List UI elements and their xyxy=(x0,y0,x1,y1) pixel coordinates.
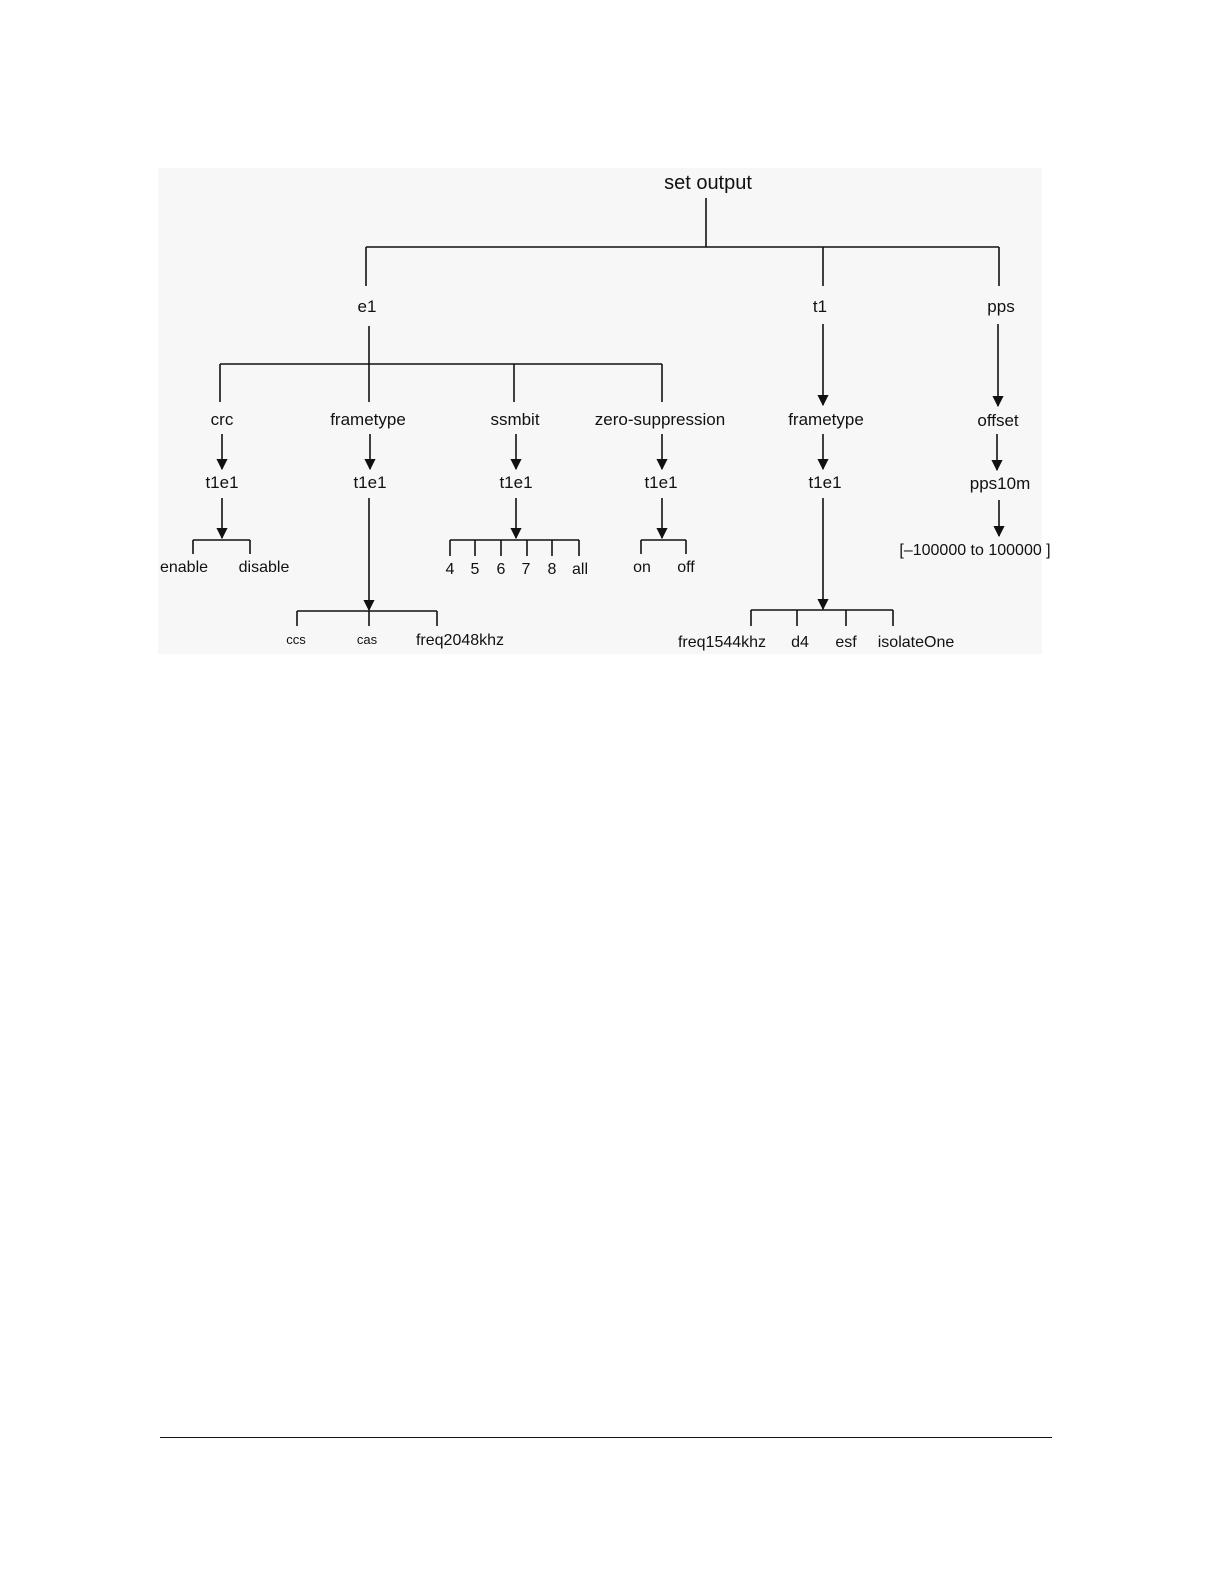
option-crc-disable: disable xyxy=(239,559,290,576)
node-pps10m: pps10m xyxy=(970,474,1030,493)
option-t1-frametype-d4: d4 xyxy=(791,634,809,651)
node-t1-frametype: frametype xyxy=(788,410,864,429)
option-t1-frametype-esf: esf xyxy=(835,634,857,651)
node-ssmbit: ssmbit xyxy=(490,410,539,429)
node-zero-suppression: zero-suppression xyxy=(595,410,725,429)
option-e1-frametype-freq2048khz: freq2048khz xyxy=(416,632,504,649)
option-e1-frametype-cas: cas xyxy=(357,632,378,647)
node-t1: t1 xyxy=(813,297,827,316)
option-t1-frametype-isolateone: isolateOne xyxy=(878,634,955,651)
option-ssmbit-5: 5 xyxy=(471,561,480,578)
node-e1-frametype-t1e1: t1e1 xyxy=(353,473,386,492)
option-pps10m-range: [–100000 to 100000 ] xyxy=(899,542,1050,559)
node-zero-suppression-t1e1: t1e1 xyxy=(644,473,677,492)
option-ssmbit-7: 7 xyxy=(522,561,531,578)
option-ssmbit-all: all xyxy=(572,561,588,578)
option-zero-suppression-off: off xyxy=(677,559,695,576)
node-t1-frametype-t1e1: t1e1 xyxy=(808,473,841,492)
option-t1-frametype-freq1544khz: freq1544khz xyxy=(678,634,766,651)
node-pps: pps xyxy=(987,297,1014,316)
node-e1: e1 xyxy=(358,297,377,316)
option-ssmbit-6: 6 xyxy=(497,561,506,578)
node-ssmbit-t1e1: t1e1 xyxy=(499,473,532,492)
option-zero-suppression-on: on xyxy=(633,559,651,576)
option-ssmbit-4: 4 xyxy=(446,561,455,578)
option-ssmbit-8: 8 xyxy=(548,561,557,578)
footer-divider xyxy=(160,1437,1052,1438)
node-offset: offset xyxy=(977,411,1019,430)
option-crc-enable: enable xyxy=(160,559,208,576)
node-e1-frametype: frametype xyxy=(330,410,406,429)
node-crc-t1e1: t1e1 xyxy=(205,473,238,492)
option-e1-frametype-ccs: ccs xyxy=(286,632,306,647)
node-crc: crc xyxy=(211,410,234,429)
node-set-output: set output xyxy=(664,172,752,194)
